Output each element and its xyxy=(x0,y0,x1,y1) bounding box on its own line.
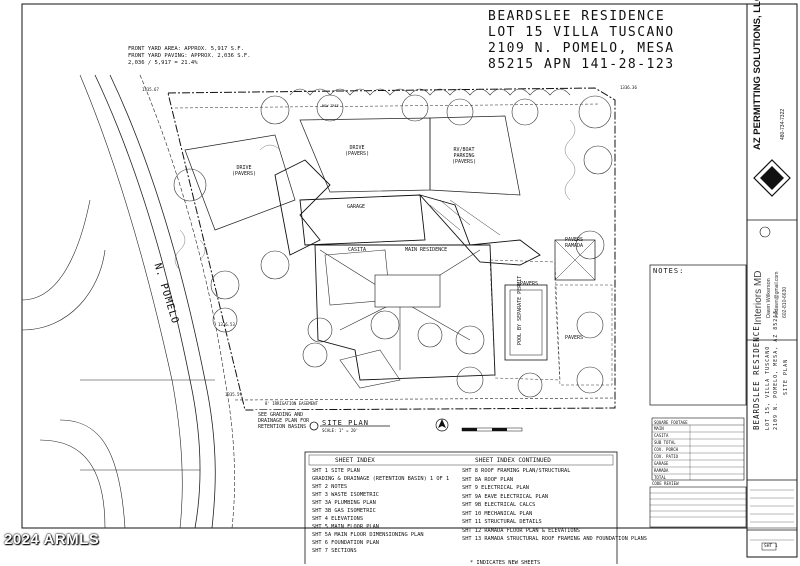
designer-name: Dawn Wilkerson xyxy=(766,278,772,318)
designer-phone: 602-810-6630 xyxy=(782,286,788,318)
square-footage-row-label: COV. PATIO xyxy=(654,454,679,459)
drive-left-label: DRIVE (PAVERS) xyxy=(232,165,257,177)
tree-label: NEW TREE xyxy=(322,104,339,108)
project-title-line-2: LOT 15 VILLA TUSCANO xyxy=(488,25,675,40)
site-plan-title: SITE PLAN xyxy=(322,419,369,427)
square-footage-row-label: GARAGE xyxy=(654,461,669,466)
sheet-index-item: SHT 3B GAS ISOMETRIC xyxy=(312,508,376,514)
square-footage-row-label: TOTAL xyxy=(654,475,667,480)
easement-label: 8' IRRIGATION EASEMENT xyxy=(265,401,318,406)
garage-label: GARAGE xyxy=(347,204,366,210)
sheet-index-continued-heading: SHEET INDEX CONTINUED xyxy=(475,457,551,464)
casita-label: CASITA xyxy=(348,247,367,253)
main-residence-label: MAIN RESIDENCE xyxy=(405,247,448,253)
pavers-label-2: PAVERS xyxy=(565,335,584,341)
front-yard-area: FRONT YARD AREA: APPROX. 5,917 S.F. xyxy=(128,46,244,52)
notes-frame xyxy=(649,264,747,406)
ramada-label: RAMADA xyxy=(565,243,584,249)
pavers-label-3: PAVERS xyxy=(565,237,584,243)
vertical-address: 2109 N. POMELO, MESA, AZ 85215 xyxy=(773,309,779,430)
sheet-index-item: SHT 7 SECTIONS xyxy=(312,548,357,554)
vertical-lot: LOT 15, VILLA TUSCANO xyxy=(765,345,771,430)
rv-parking-label: RV/BOAT PARKING (PAVERS) xyxy=(452,147,477,165)
designer-logo xyxy=(759,226,771,238)
square-footage-row-label: CASITA xyxy=(654,433,669,438)
project-title-line-4: 85215 APN 141-28-123 xyxy=(488,57,675,72)
sheet-index-item: SHT 9A EAVE ELECTRICAL PLAN xyxy=(462,493,549,500)
elevation-b: 1336.36 xyxy=(620,85,637,90)
pool-label: POOL BY SEPARATE PERMIT xyxy=(517,275,523,345)
square-footage-row-label: SUB TOTAL xyxy=(654,440,676,445)
square-footage-row-label: RAMADA xyxy=(654,468,669,473)
vertical-project-name: BEARDSLEE RESIDENCE xyxy=(752,325,761,430)
sheet-index-item: SHT 1 SITE PLAN xyxy=(312,468,360,474)
sheet-index-item: SHT 9 ELECTRICAL PLAN xyxy=(462,485,529,491)
sheet-index-item: SHT 12 RAMADA FLOOR PLAN & ELEVATIONS xyxy=(462,527,580,534)
sheet-index-item: SHT 10 MECHANICAL PLAN xyxy=(462,510,533,517)
sheet-index-box xyxy=(304,451,618,564)
elevation-c: 1336.53 xyxy=(218,322,235,327)
sheet-index-item: SHT 3A PLUMBING PLAN xyxy=(312,500,376,506)
square-footage-heading: SQUARE FOOTAGE xyxy=(654,420,688,425)
square-footage-row-label: COV. PORCH xyxy=(654,447,679,452)
front-yard-paving: FRONT YARD PAVING: APPROX. 2,036 S.F. xyxy=(128,53,251,59)
sheet-number: SHT 1 xyxy=(764,544,778,549)
code-review-heading: CODE REVIEW xyxy=(652,481,679,486)
code-review-table xyxy=(649,486,747,528)
new-sheets-note: * INDICATES NEW SHEETS xyxy=(470,560,541,566)
company-phone: 480-734-7322 xyxy=(780,108,786,140)
sheet-index-item: SHT 13 RAMADA STRUCTURAL ROOF FRAMING AN… xyxy=(462,536,647,542)
sheet-index-item: SHT 11 STRUCTURAL DETAILS xyxy=(462,519,542,525)
company-name: AZ PERMITTING SOLUTIONS, LLC xyxy=(752,0,763,150)
grading-note: SEE GRADING AND DRAINAGE PLAN FOR RETENT… xyxy=(258,412,310,430)
sheet-index-item: SHT 9B ELECTRICAL CALCS xyxy=(462,502,536,508)
project-title-line-1: BEARDSLEE RESIDENCE xyxy=(488,9,666,24)
sheet-index-item: SHT 8 ROOF FRAMING PLAN/STRUCTURAL xyxy=(462,468,571,474)
project-title-line-3: 2109 N. POMELO, MESA xyxy=(488,41,675,56)
company-logo xyxy=(753,159,791,197)
vertical-sheet-title: SITE PLAN xyxy=(783,358,789,395)
designer-firm: Interiors MD xyxy=(753,270,764,325)
square-footage-table xyxy=(651,417,745,481)
sheet-index-item: SHT 8A ROOF PLAN xyxy=(462,476,514,483)
sheet-border xyxy=(21,3,748,529)
notes-heading: NOTES: xyxy=(653,267,685,275)
tree-circles xyxy=(173,94,613,398)
sheet-index-item: SHT 4 ELEVATIONS xyxy=(312,516,364,522)
armls-watermark: 2024 ARMLS xyxy=(4,531,100,548)
elevation-d: 1335.59 xyxy=(225,392,242,397)
sheet-index-item: GRADING & DRAINAGE (RETENTION BASIN) 1 O… xyxy=(312,476,450,482)
site-plan-scale: SCALE: 1" = 20' xyxy=(322,428,359,433)
sheet-index-heading: SHEET INDEX xyxy=(335,457,375,464)
title-block-border xyxy=(746,3,798,558)
drive-top-label: DRIVE (PAVERS) xyxy=(345,145,370,157)
pavers-label-1: PAVERS xyxy=(520,281,539,287)
square-footage-row-label: MAIN xyxy=(654,426,664,431)
elevation-a: 1335.67 xyxy=(142,87,159,92)
sheet-index-item: SHT 2 NOTES xyxy=(312,484,348,490)
sheet-index-item: SHT 5 MAIN FLOOR PLAN xyxy=(312,524,379,530)
sheet-index-item: SHT 6 FOUNDATION PLAN xyxy=(312,540,379,546)
front-yard-ratio: 2,036 / 5,917 = 21.4% xyxy=(128,60,198,66)
sheet-index-item: SHT 5A MAIN FLOOR DIMENSIONING PLAN xyxy=(312,532,424,538)
sheet-index-item: SHT 3 WASTE ISOMETRIC xyxy=(312,492,379,498)
